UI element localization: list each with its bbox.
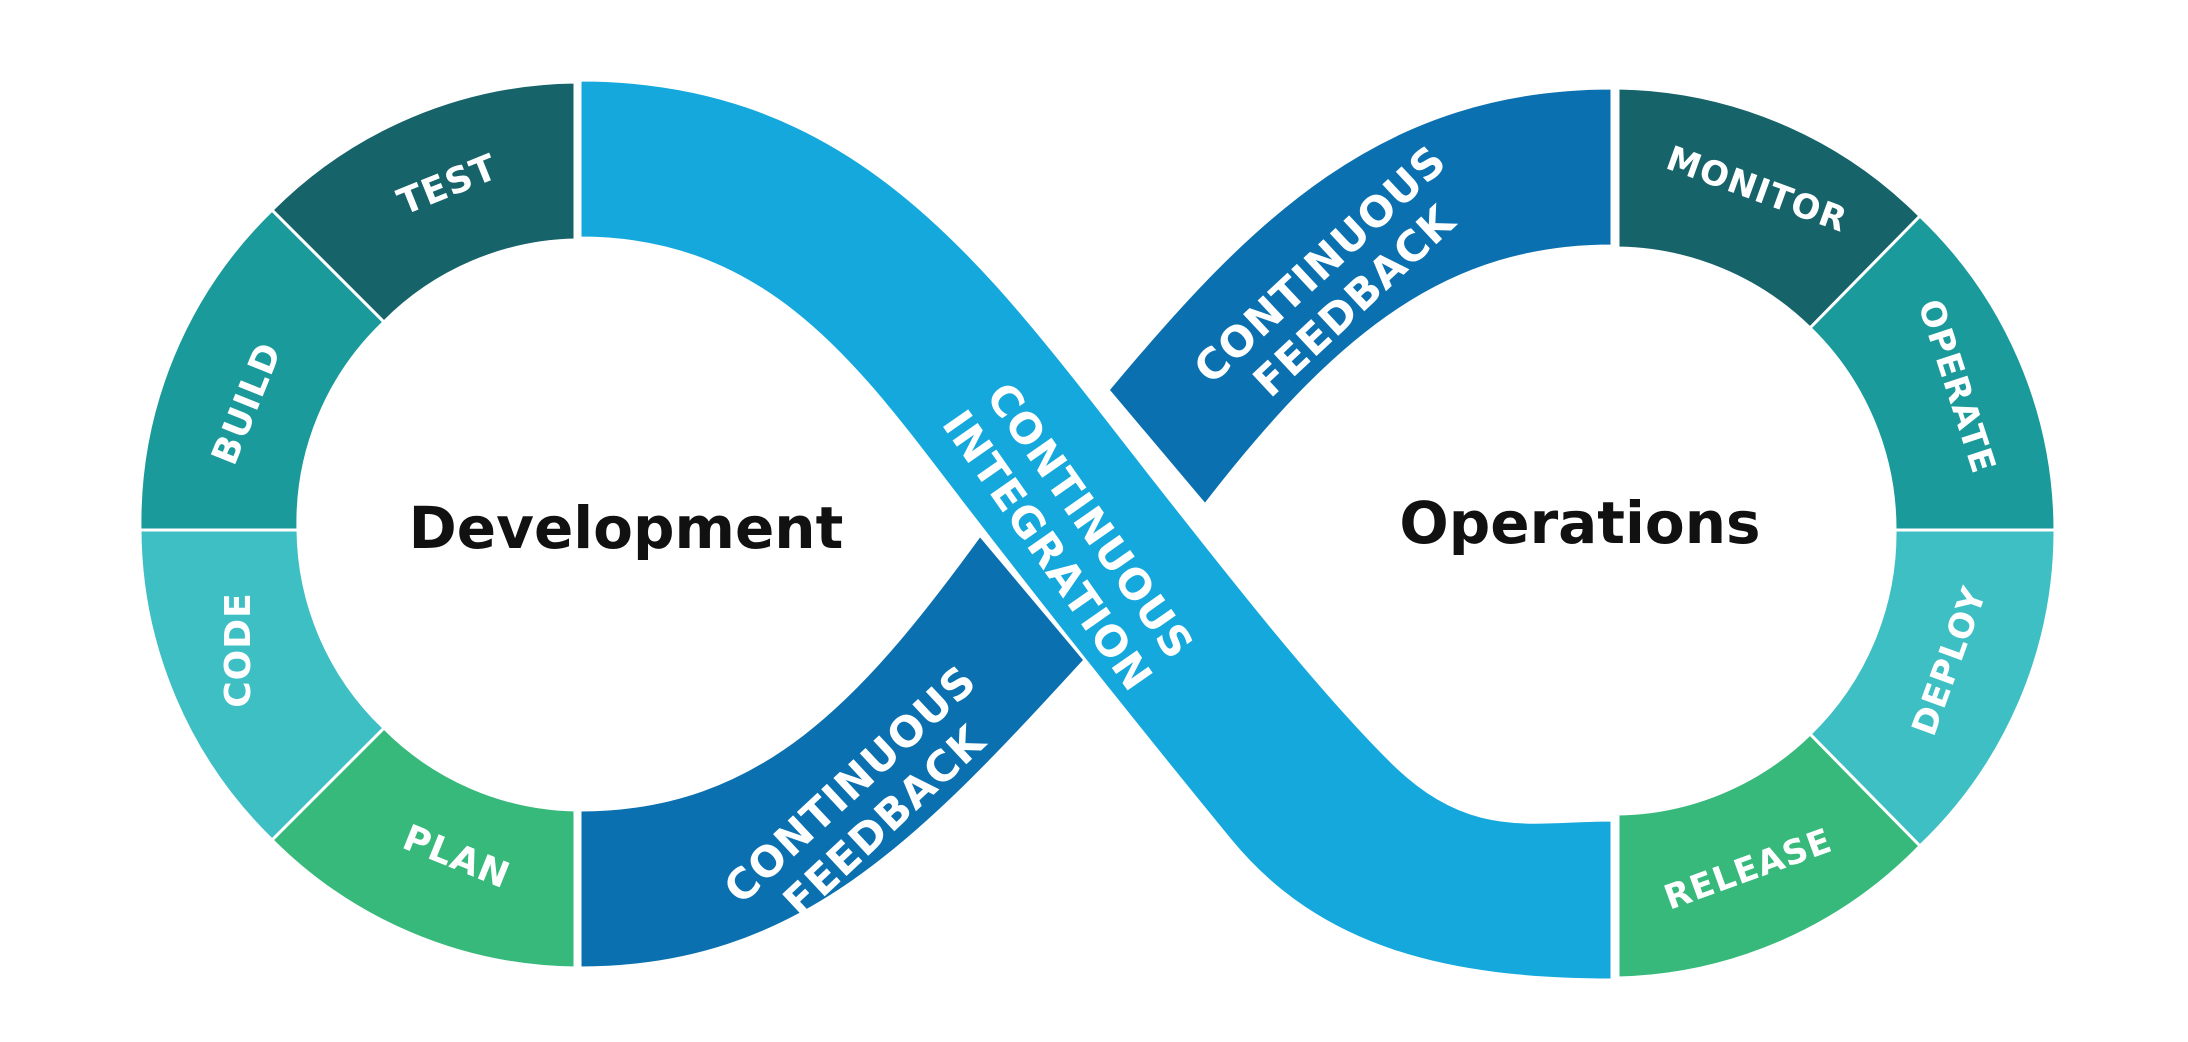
stage-segment-deploy (1807, 528, 2057, 849)
stage-segment-release (1616, 731, 1923, 980)
stage-segment-code (138, 528, 387, 843)
integration-band (578, 78, 1614, 982)
stage-label-code: CODE (218, 592, 259, 708)
development-label: Development (409, 494, 844, 562)
left-stage-ring (138, 80, 577, 970)
stage-segment-plan (269, 725, 577, 970)
stage-segment-operate (1807, 213, 2057, 532)
right-stage-ring (1616, 86, 2057, 980)
operations-label: Operations (1399, 489, 1760, 557)
stage-segment-test (269, 80, 577, 325)
feedback-band-top-right (1106, 86, 1614, 508)
stage-segment-build (138, 207, 387, 532)
feedback-band-bottom-left (578, 532, 1087, 970)
